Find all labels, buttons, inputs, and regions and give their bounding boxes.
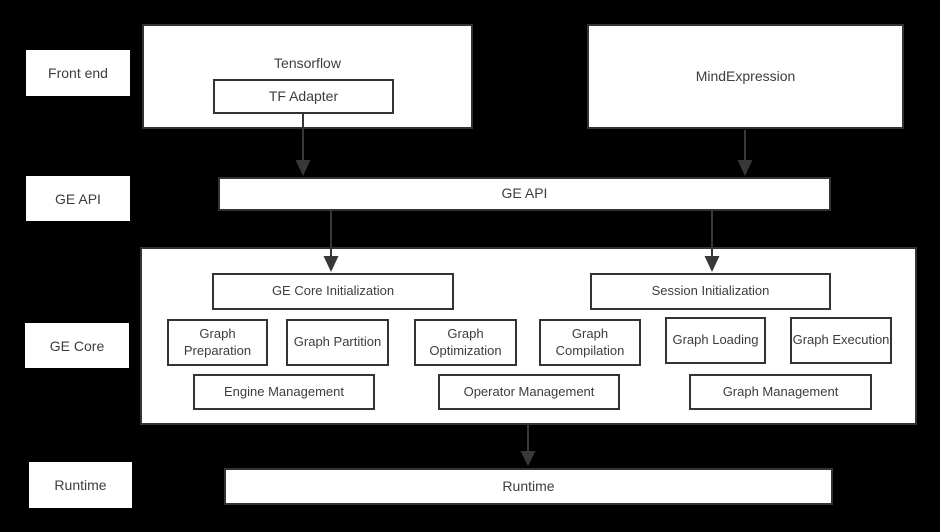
graph-management-box: Graph Management [689,374,872,410]
graph-optimization-box: Graph Optimization [414,319,517,366]
graph-execution-box: Graph Execution [790,317,892,364]
row-label-ge-core: GE Core [25,323,129,368]
engine-management-box: Engine Management [193,374,375,410]
graph-preparation-box: Graph Preparation [167,319,268,366]
tf-adapter-box: TF Adapter [213,79,394,114]
row-label-runtime: Runtime [29,462,132,508]
arrow-mindexpression-to-ge-api [737,130,753,176]
runtime-bar: Runtime [224,468,833,505]
operator-management-box: Operator Management [438,374,620,410]
ge-core-initialization-box: GE Core Initialization [212,273,454,310]
ge-api-bar: GE API [218,177,831,211]
tensorflow-title: Tensorflow [274,55,341,71]
graph-loading-box: Graph Loading [665,317,766,364]
row-label-ge-api: GE API [26,176,130,221]
graph-compilation-box: Graph Compilation [539,319,641,366]
arrow-ge-core-to-runtime [520,425,536,466]
mindexpression-box: MindExpression [587,24,904,129]
graph-partition-box: Graph Partition [286,319,389,366]
row-label-front-end: Front end [26,50,130,96]
session-initialization-box: Session Initialization [590,273,831,310]
